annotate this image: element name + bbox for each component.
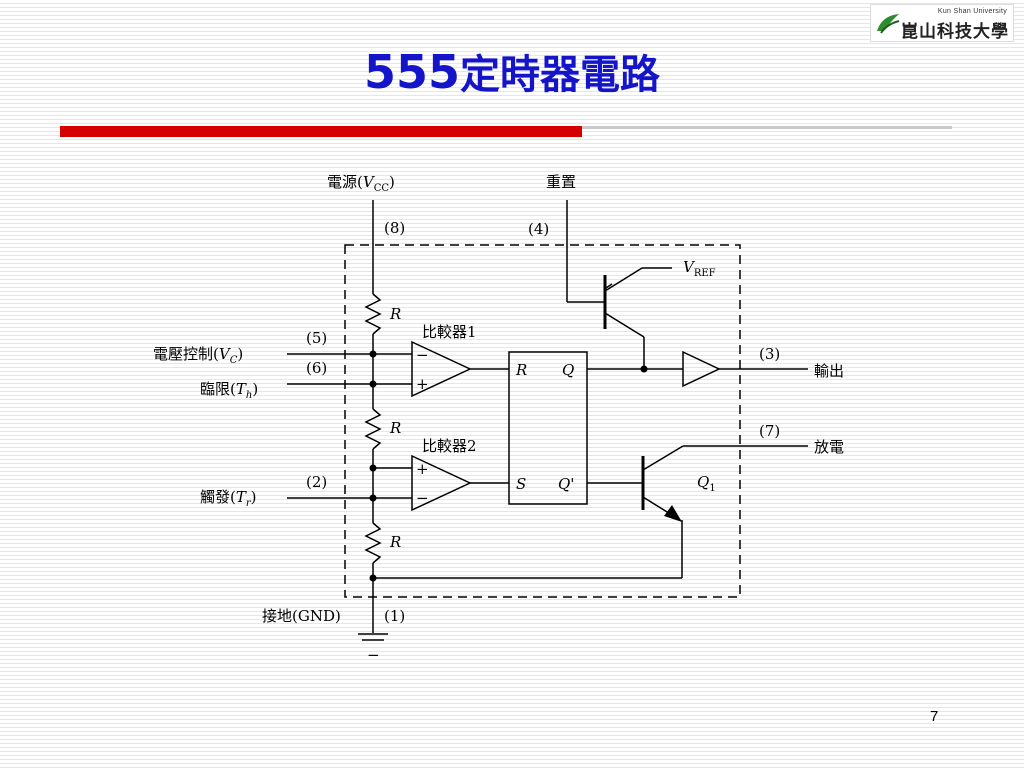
reset-label: 重置 <box>546 173 576 191</box>
flip-flop <box>508 351 588 505</box>
pin5-label: (5) <box>306 329 327 347</box>
page-number: 7 <box>930 708 939 725</box>
ff-qprime-label: Q' <box>558 475 574 493</box>
resistor-bot-label: R <box>389 533 401 551</box>
ground-label: 接地(GND) <box>262 607 341 625</box>
pin2-label: (2) <box>306 473 327 491</box>
slide-title-number: 555 <box>363 45 461 99</box>
reset-transistor-emitter <box>604 267 643 292</box>
trigger-label: 觸發(Tr) <box>200 488 257 509</box>
discharge-transistor-collector <box>642 445 684 471</box>
university-logo: Kun Shan University 崑山科技大學 <box>870 4 1014 42</box>
comparator-1 <box>411 340 472 398</box>
title-underline-red <box>60 126 582 137</box>
slide-title-text: 定時器電路 <box>460 52 661 98</box>
comparator-1-label: 比較器1 <box>422 323 477 341</box>
resistor-mid-label: R <box>389 419 401 437</box>
slide-title: 555定時器電路 <box>0 42 1024 100</box>
ff-s-label: S <box>516 475 526 493</box>
ff-q-label: Q <box>562 361 574 379</box>
comparator-2-label: 比較器2 <box>422 437 477 455</box>
comp1-minus: − <box>416 346 429 364</box>
junction-comp2 <box>369 464 377 472</box>
pin6-label: (6) <box>306 359 327 377</box>
resistor-top-label: R <box>389 305 401 323</box>
vref-pointer <box>605 283 613 289</box>
logo-name: 崑山科技大學 <box>901 22 1009 42</box>
pin4-label: (4) <box>528 220 549 238</box>
logo-subtitle: Kun Shan University <box>937 8 1007 15</box>
resistor-top <box>364 293 382 335</box>
resistor-bot <box>364 522 382 564</box>
junction-control <box>369 350 377 358</box>
junction-threshold <box>369 380 377 388</box>
resistor-mid <box>364 408 382 450</box>
ground-minus: − <box>367 646 380 664</box>
emitter-arrow <box>664 505 682 522</box>
pin1-label: (1) <box>384 607 405 625</box>
reset-transistor-collector <box>604 312 645 338</box>
control-voltage-label: 電壓控制(VC) <box>153 345 243 366</box>
output-label: 輸出 <box>814 362 844 380</box>
output-buffer <box>682 350 721 388</box>
discharge-label: 放電 <box>814 438 844 456</box>
junction-bottom <box>369 574 377 582</box>
comp1-plus: + <box>416 375 429 393</box>
q1-label: Q1 <box>697 473 716 494</box>
threshold-label: 臨限(Th) <box>200 380 258 401</box>
chip-boundary <box>344 244 741 598</box>
pin7-label: (7) <box>759 422 780 440</box>
junction-trigger <box>369 494 377 502</box>
comp2-minus: − <box>416 489 429 507</box>
pin3-label: (3) <box>759 345 780 363</box>
comp2-plus: + <box>416 460 429 478</box>
leaf-logo-icon <box>877 14 900 34</box>
power-label: 電源(VCC) <box>327 173 395 194</box>
junction-output <box>640 365 648 373</box>
vref-label: VREF <box>683 258 716 279</box>
comparator-2 <box>411 454 472 512</box>
pin8-label: (8) <box>384 219 405 237</box>
title-underline-gray <box>582 126 952 129</box>
ff-r-label: R <box>515 361 527 379</box>
